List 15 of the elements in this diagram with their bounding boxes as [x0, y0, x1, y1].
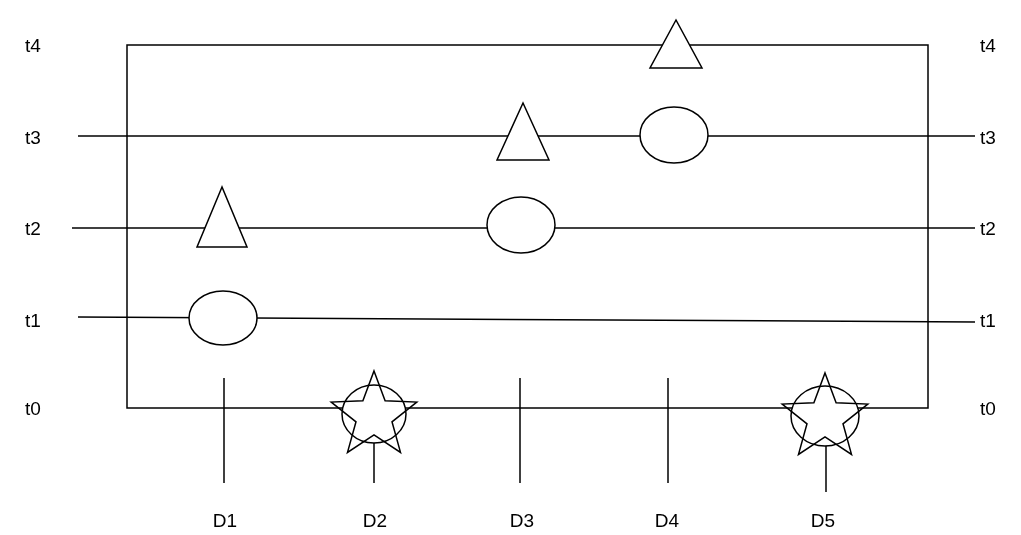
axis-label: t2: [25, 218, 41, 238]
axis-label: t4: [980, 35, 996, 55]
axis-label: D5: [810, 510, 836, 530]
axis-label: D1: [212, 510, 238, 530]
axis-label: t3: [25, 127, 41, 147]
axis-label: D2: [362, 510, 388, 530]
axis-label: t2: [980, 218, 996, 238]
axis-label: t3: [980, 127, 996, 147]
axis-label: D4: [654, 510, 680, 530]
axis-label: t1: [980, 310, 996, 330]
axis-label: t0: [980, 398, 996, 418]
axis-label: t1: [25, 310, 41, 330]
axis-label: t0: [25, 398, 41, 418]
axis-label: t4: [25, 35, 41, 55]
axis-label: D3: [509, 510, 535, 530]
